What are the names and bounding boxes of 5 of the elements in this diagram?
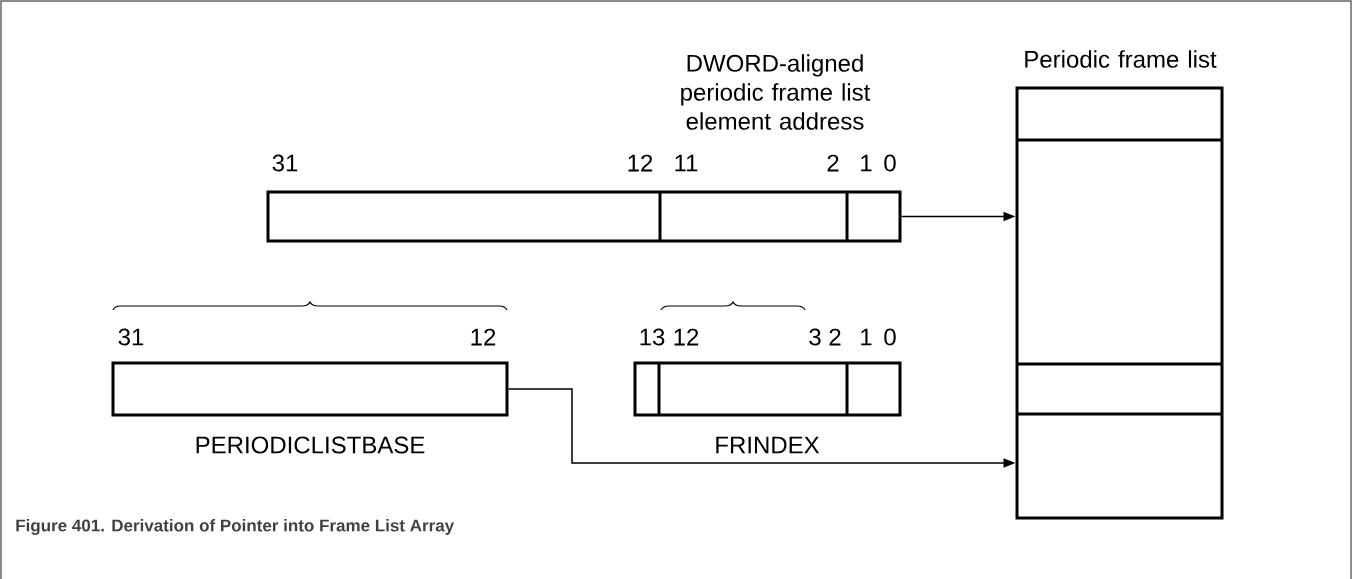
register-heading: FRINDEX (716, 436, 820, 454)
register-heading: PERIODICLISTBASE (196, 436, 425, 454)
register-heading: Periodic frame list (1025, 50, 1217, 68)
figure-caption: Figure 401. Derivation of Pointer into Frame List Array (16, 519, 455, 535)
register-heading: DWORD-aligned periodic frame list element address (681, 54, 871, 130)
